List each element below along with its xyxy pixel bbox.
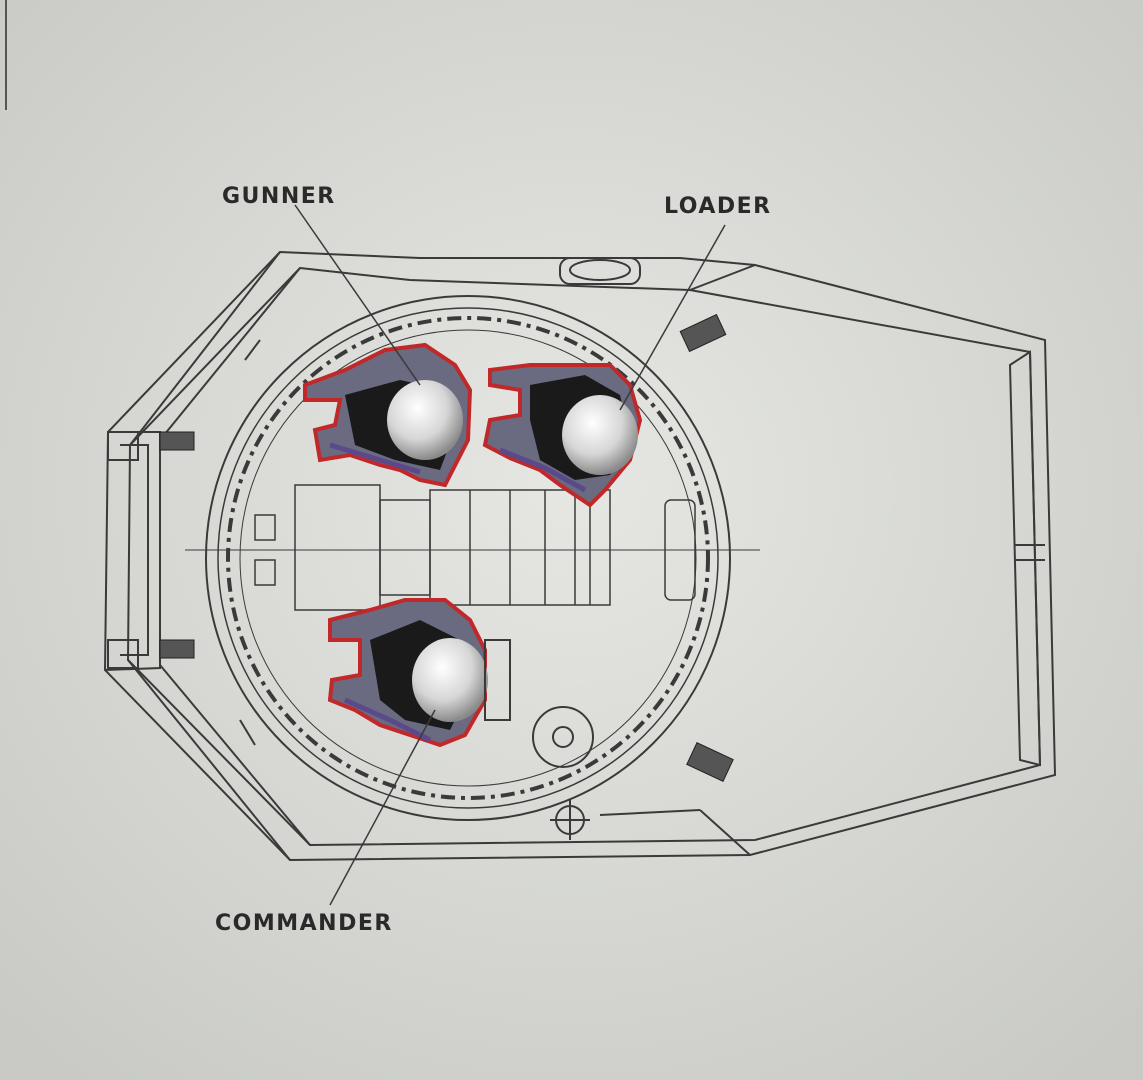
turret-ring [185,295,760,821]
traverse-gear [532,706,594,840]
loader-seat [482,363,643,508]
crew-seat-icon [412,638,488,722]
leader-lines [294,204,726,906]
commander-leader-line [329,709,436,906]
gunner-label: GUNNER [222,184,336,209]
commander-label: COMMANDER [215,911,393,936]
loader-label: LOADER [664,194,772,219]
loader-leader-line [619,224,726,411]
crew-seat-icon [387,380,463,460]
gunner-seat [303,342,473,488]
crew-seat-icon [562,395,638,475]
vent-blocks [159,313,734,782]
gunner-leader-line [294,204,421,386]
commander-seat [327,598,511,748]
gun-breech [254,484,696,611]
periscope-icon [559,257,641,285]
